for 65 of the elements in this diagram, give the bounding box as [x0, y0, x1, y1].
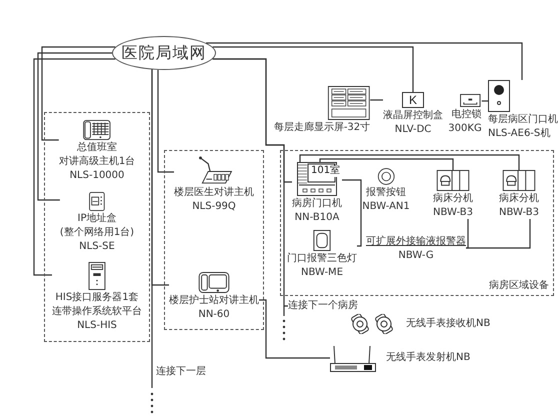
display-controller [383, 92, 443, 135]
model-number: NLS-SE [79, 241, 115, 253]
model-number: 300KG [448, 123, 482, 135]
model-number: NBW-AN1 [362, 201, 410, 213]
connection-line [206, 42, 523, 80]
network-ellipse [112, 36, 216, 70]
connection-line [259, 299, 330, 359]
connection-line [466, 219, 531, 249]
control-box: K [402, 92, 424, 108]
device-label: 连带操作系统软平台 [52, 306, 142, 318]
connection-line [319, 158, 454, 170]
model-number: NN-B10A [294, 212, 340, 224]
model-number: NBW-ME [300, 267, 344, 279]
doctor-intercom [174, 156, 254, 213]
device-label: 连接下一个病房 [288, 300, 358, 312]
device-label: 楼层医生对讲主机 [174, 187, 254, 199]
device-label: IP地址盒 [78, 213, 116, 225]
connection-line [37, 52, 112, 201]
device-label: 总值班室 [77, 142, 117, 154]
watch-transmitter [330, 344, 470, 372]
device-label: 病房门口机 [292, 198, 342, 210]
model-number: NN-60 [198, 309, 230, 321]
device-label: 无线手表发射机NB [386, 352, 470, 364]
device-label: 无线手表接收机NB [406, 318, 490, 330]
dashed-group-frame [164, 150, 264, 330]
model-number: NLS-99Q [192, 201, 236, 213]
model-number: NBW-G [398, 250, 434, 262]
model-number: NBW-B3 [433, 207, 473, 219]
device-label: 每层病区门口机 [488, 114, 558, 126]
ward-door-station [488, 80, 558, 140]
connection-line [466, 219, 469, 249]
model-number: NLS-HIS [77, 320, 117, 332]
device-label: 电控锁 [452, 109, 482, 121]
room-number-label: 101室 [310, 165, 342, 177]
device-label: 病床分机 [499, 193, 539, 205]
device-label: 报警按钮 [366, 187, 406, 199]
network-label: 医院局域网 [122, 43, 206, 63]
connection-line [33, 58, 116, 276]
connection-line [212, 46, 414, 92]
connection-line [212, 58, 288, 307]
model-number: NLV-DC [394, 124, 432, 136]
device-label: 门口报警三色灯 [287, 253, 357, 265]
connection-line [299, 154, 520, 170]
connection-line [151, 70, 153, 388]
room-door-unit [292, 162, 342, 223]
device-label: 对讲高级主机1台 [58, 156, 136, 168]
connection-line [157, 70, 174, 173]
device-label: (整个网络用1台) [60, 227, 134, 239]
connection-line [342, 179, 362, 247]
continuation-note: 连接下一层 [156, 366, 206, 378]
connection-line [370, 99, 383, 101]
device-label: HIS接口服务器1套 [55, 292, 139, 304]
device-label: 可扩展外接输液报警器 [366, 236, 466, 248]
device-label: 每层走廊显示屏-32寸 [274, 122, 370, 134]
model-number: NBW-B3 [499, 207, 539, 219]
device-label: 楼层护士站对讲主机 [169, 295, 259, 307]
model-number: NLS-AE6-S机 [488, 128, 550, 140]
device-label: 病床分机 [433, 193, 473, 205]
device-label: 液晶屏控制盒 [383, 110, 443, 122]
dashed-group-frame [44, 112, 150, 342]
connection-line [41, 46, 116, 141]
model-number: NLS-10000 [70, 170, 124, 182]
watch-receiver [350, 314, 490, 334]
area-label: 病房区域设备 [489, 280, 549, 292]
ward-area-frame [280, 150, 554, 296]
